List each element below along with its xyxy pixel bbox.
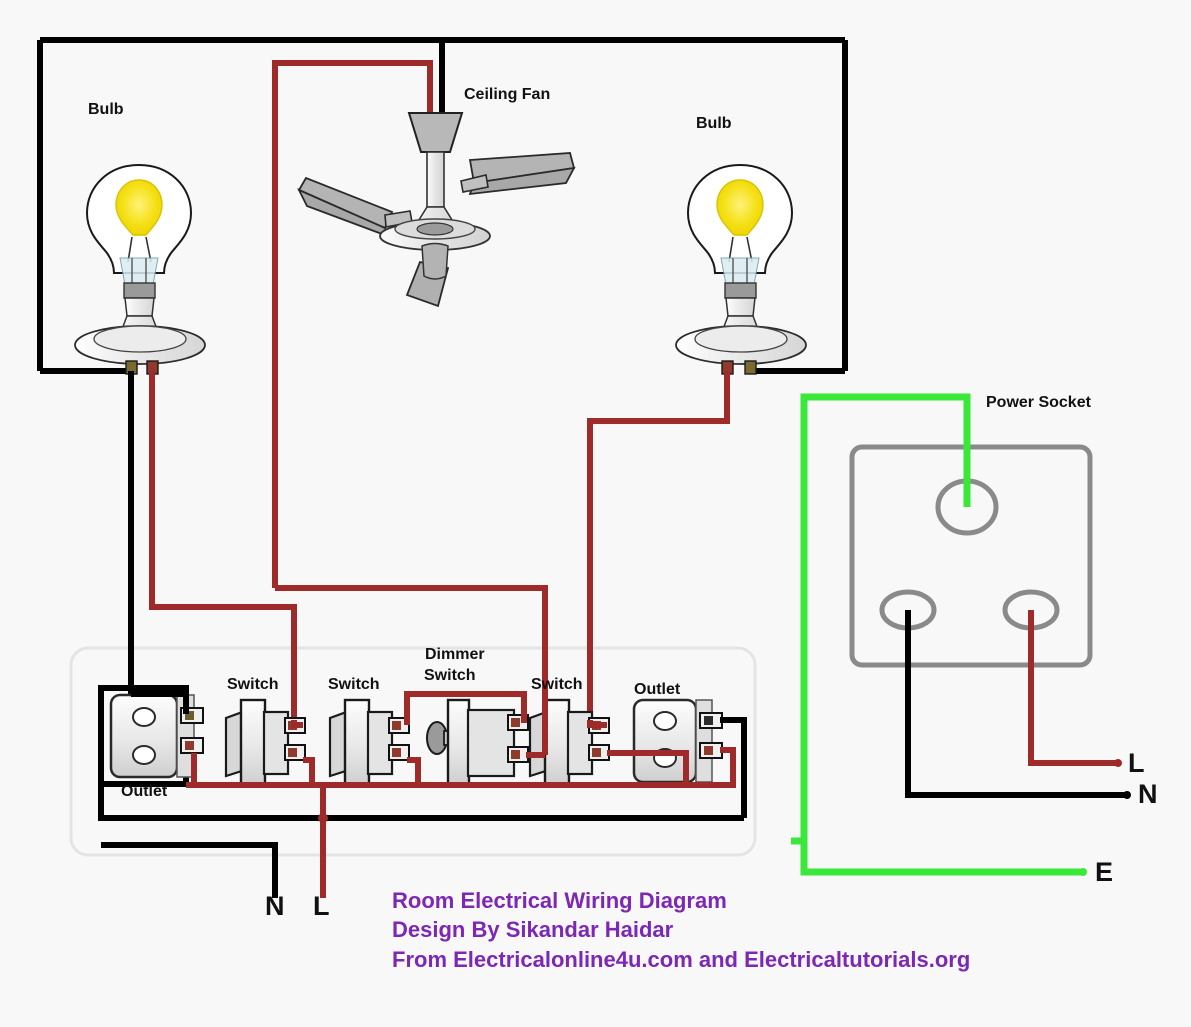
caption-line-3: From Electricalonline4u.com and Electric… [392, 946, 971, 972]
power-socket-icon [849, 444, 1093, 668]
switch-2-icon [328, 698, 410, 787]
bulb-right-wires [587, 371, 730, 720]
power-socket-wires [791, 393, 1131, 876]
bulb-left-icon [74, 163, 206, 375]
bulb-right-icon [675, 163, 807, 375]
switch-panel-container [69, 646, 757, 857]
dimmer-switch-icon [426, 698, 529, 787]
caption-line-1: Room Electrical Wiring Diagram [392, 888, 727, 913]
outlet-left-icon [98, 685, 204, 787]
switch-3-icon [528, 698, 610, 787]
panel-wiring [98, 585, 747, 898]
caption-line-2: Design By Sikandar Haidar [392, 917, 674, 943]
diagram-caption: Room Electrical Wiring Diagram Design By… [392, 886, 970, 974]
bulb-left-wires [128, 371, 297, 720]
outlet-right-icon [632, 698, 723, 784]
ceiling-fan-icon [272, 40, 576, 588]
